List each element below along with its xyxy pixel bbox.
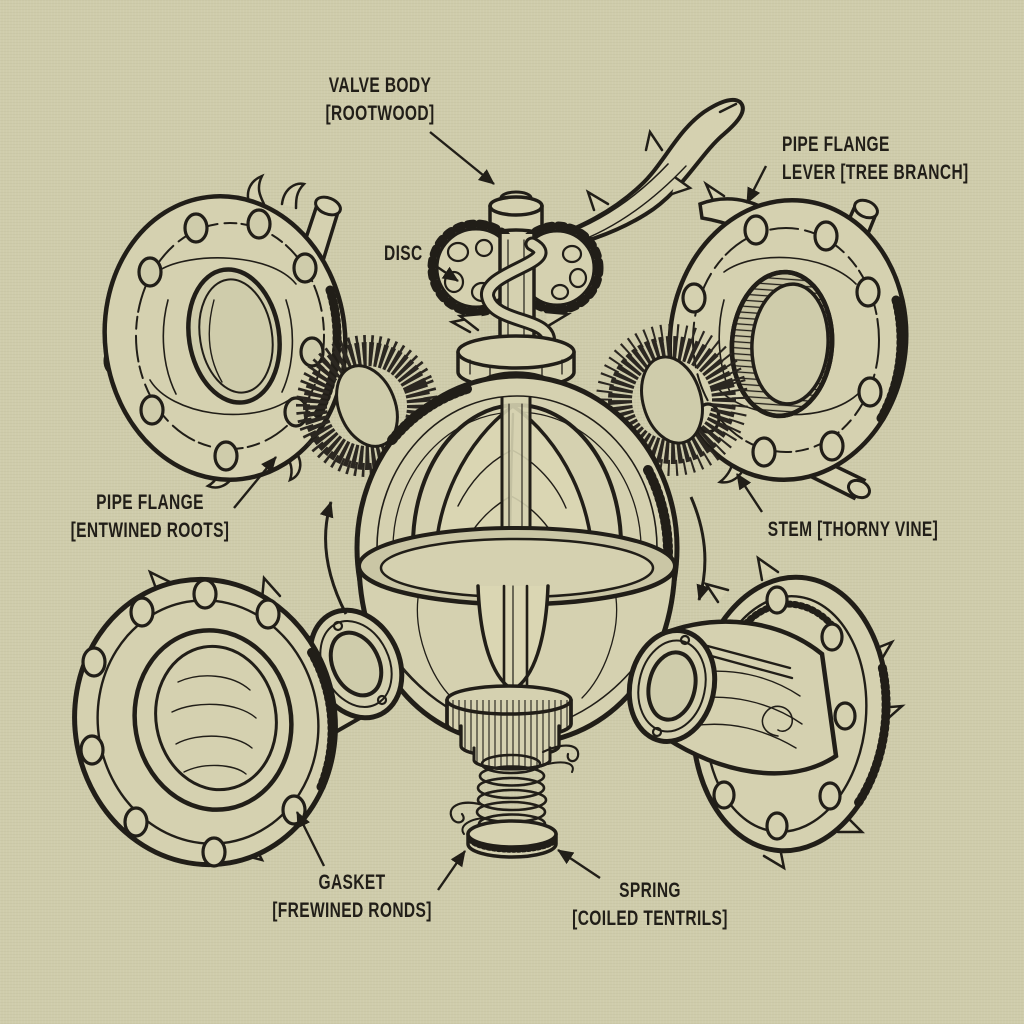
label-disc-line1: DISC [384,242,423,265]
label-pipe-flange-roots-line2: [ENTWINED ROOTS] [70,519,230,542]
label-spring: SPRING [COILED TENTRILS] [561,877,739,933]
label-spring-line1: SPRING [619,879,681,902]
label-valve-body: VALVE BODY [ROOTWOOD] [288,72,473,128]
leader-arrow-pipe-flange-lever [745,165,768,204]
leader-arrow-pipe-flange-roots [233,456,277,509]
label-stem: STEM [THORNY VINE] [753,516,953,544]
leader-arrow-gasket-left [295,811,326,867]
flange-pipe-bottom-left [72,569,405,868]
leader-lines [233,131,768,891]
rotation-arrow-left [319,501,348,615]
label-stem-line1: STEM [THORNY VINE] [767,518,939,541]
label-pipe-flange-lever: PIPE FLANGE LEVER [TREE BRANCH] [782,131,974,187]
flange-pipe-bottom-right [626,555,906,871]
label-pipe-flange-lever-line2: LEVER [TREE BRANCH] [782,161,969,184]
label-pipe-flange-roots: PIPE FLANGE [ENTWINED ROOTS] [61,489,239,545]
leader-arrow-valve-body [429,131,495,185]
base-tiers [445,684,573,771]
leader-arrow-gasket-right [437,850,466,891]
label-disc: DISC [384,240,423,268]
flange-tree-branch-lever [667,180,909,501]
leader-arrow-spring [557,849,601,879]
rotation-arrow-right [689,496,711,601]
label-gasket-line1: GASKET [318,871,386,894]
leader-arrow-disc [429,261,459,282]
label-gasket: GASKET [FREWINED RONDS] [263,869,441,925]
valve-body-assembly [354,97,745,859]
leader-arrow-stem [735,473,764,513]
label-valve-body-line2: [ROOTWOOD] [325,102,435,125]
label-gasket-line2: [FREWINED RONDS] [272,899,432,922]
flange-entwined-roots [102,173,348,489]
label-pipe-flange-lever-line1: PIPE FLANGE [782,133,890,156]
label-valve-body-line1: VALVE BODY [328,74,432,97]
gasket-ring-right [596,324,748,476]
label-pipe-flange-roots-line1: PIPE FLANGE [96,491,204,514]
label-spring-line2: [COILED TENTRILS] [572,907,728,930]
spring-base-disc [466,819,558,859]
